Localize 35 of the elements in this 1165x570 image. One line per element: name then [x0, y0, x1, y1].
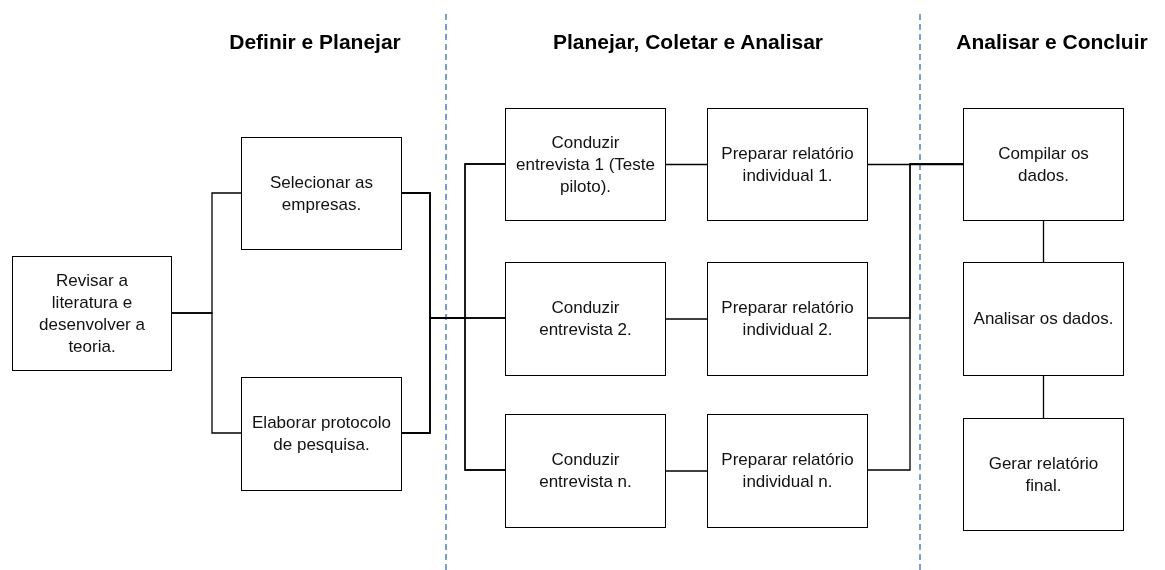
connector-line [1042, 375, 1045, 419]
process-box [505, 108, 666, 221]
connector-line [665, 163, 708, 166]
step-text: Conduzir entrevista 1 (Teste piloto). [515, 131, 656, 198]
step-text: Revisar a literatura e desenvolver a teoria. [38, 269, 146, 358]
step-text: Conduzir entrevista n. [538, 449, 633, 493]
step-text: Conduzir entrevista 2. [538, 297, 633, 341]
process-box [963, 108, 1124, 221]
process-box [505, 262, 666, 376]
step-text: Elaborar protocolo de pesquisa. [251, 412, 392, 456]
connector-line [1042, 220, 1045, 263]
process-box [963, 418, 1124, 531]
connector-line [867, 163, 964, 471]
connector-line [665, 318, 708, 320]
phase-heading: Planejar, Coletar e Analisar [553, 30, 823, 54]
step-text: Compilar os dados. [997, 142, 1090, 187]
process-box [241, 377, 402, 491]
step-text: Preparar relatório individual 1. [720, 142, 855, 187]
process-box [707, 262, 868, 376]
connector-line [401, 317, 506, 471]
connector-line [665, 470, 708, 472]
step-text: Gerar relatório final. [987, 452, 1100, 497]
step-text: Preparar relatório individual 2. [720, 297, 855, 341]
step-text: Selecionar as empresas. [269, 171, 374, 216]
phase-heading: Definir e Planejar [229, 30, 401, 54]
process-box [505, 414, 666, 528]
step-text: Preparar relatório individual n. [720, 449, 855, 493]
process-box [241, 137, 402, 250]
step-text: Analisar os dados. [973, 308, 1114, 330]
process-box [707, 108, 868, 221]
process-box [707, 414, 868, 528]
connector-line [171, 312, 242, 434]
process-box [12, 256, 172, 371]
phase-heading: Analisar e Concluir [956, 30, 1148, 54]
process-box [963, 262, 1124, 376]
